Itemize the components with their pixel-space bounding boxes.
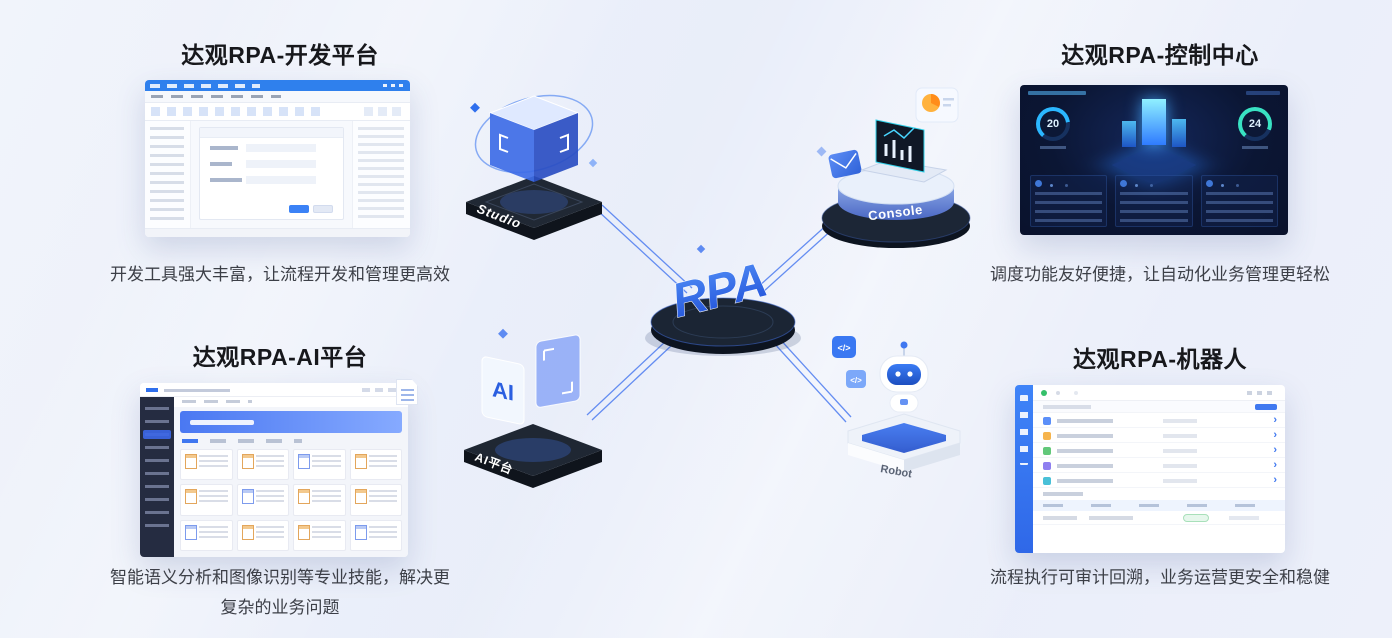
console-icon: Console xyxy=(821,87,971,248)
console-mail-icon xyxy=(828,149,862,179)
ai-node: AI AI平台 xyxy=(448,312,618,497)
document-page-icon xyxy=(396,379,418,405)
ai-panels-icon: AI AI平台 xyxy=(464,328,602,488)
ai-shot-banner xyxy=(180,411,402,433)
studio-shot-statusbar xyxy=(145,228,410,237)
robot-node-label: Robot xyxy=(879,463,913,480)
ai-shot-tabs xyxy=(180,436,402,446)
robot-shot-task-row xyxy=(1033,473,1285,488)
ai-caption-line2: 复杂的业务问题 xyxy=(220,598,340,617)
console-node-label: Console xyxy=(867,202,923,224)
ai-caption-line1: 智能语义分析和图像识别等专业技能，解决更 xyxy=(110,568,450,587)
robot-shot-task-row xyxy=(1033,428,1285,443)
control-shot-building-graphic xyxy=(1106,95,1202,185)
robot-shot-task-row xyxy=(1033,458,1285,473)
ai-shot-skill-card xyxy=(293,484,346,516)
rpa-hub-icon: RPA xyxy=(645,253,801,356)
ai-shot-skill-card xyxy=(180,449,233,481)
code-chip-icon: </> xyxy=(846,370,866,388)
ai-platform-screenshot xyxy=(140,379,418,557)
control-shot-robot-card xyxy=(1030,175,1108,227)
studio-shot-dialog-buttons xyxy=(289,205,333,213)
status-badge xyxy=(1183,514,1209,522)
ai-glass-panel-left: AI xyxy=(481,356,525,425)
ai-shot-skill-card xyxy=(349,449,402,481)
robot-shot-sidebar xyxy=(1015,385,1033,553)
ai-shot-card-grid xyxy=(180,449,402,551)
studio-shot-titlebar xyxy=(145,80,410,91)
ai-shot-header xyxy=(140,383,408,397)
studio-shot-properties-panel xyxy=(352,121,410,228)
ai-shot-skill-card xyxy=(293,519,346,551)
robot-shot-toolbar xyxy=(1033,401,1285,413)
ai-shot-breadcrumb xyxy=(174,397,408,407)
dev-platform-title: 达观RPA-开发平台 xyxy=(181,42,379,68)
studio-shot-ribbon xyxy=(145,103,410,121)
control-shot-robot-card xyxy=(1200,175,1278,227)
ai-shot-skill-card xyxy=(293,449,346,481)
console-pie-card-icon xyxy=(915,87,959,123)
console-laptop-chart-icon xyxy=(860,119,948,183)
robot-screenshot xyxy=(1015,385,1285,553)
gauge-left-value: 20 xyxy=(1046,118,1060,130)
ai-shot-skill-card xyxy=(180,519,233,551)
robot-shot-section-title xyxy=(1033,488,1285,500)
ai-platform-caption: 智能语义分析和图像识别等专业技能，解决更 复杂的业务问题 xyxy=(40,563,520,623)
console-node: Console xyxy=(812,68,982,248)
studio-screenshot xyxy=(145,80,410,237)
ai-panel-text: AI xyxy=(492,376,514,405)
ai-glass-panel-right xyxy=(535,334,581,408)
dev-platform-caption: 开发工具强大丰富，让流程开发和管理更高效 xyxy=(110,265,450,284)
robot-shot-table-row xyxy=(1033,511,1285,525)
control-shot-gauge-left: 20 xyxy=(1036,107,1070,141)
ai-shot-skill-card xyxy=(236,484,289,516)
svg-text:</>: </> xyxy=(850,376,862,385)
ai-shot-skill-card xyxy=(180,484,233,516)
ai-shot-skill-card xyxy=(236,449,289,481)
gauge-right-value: 24 xyxy=(1248,118,1262,130)
robot-shot-main xyxy=(1033,385,1285,553)
studio-shot-dialog xyxy=(199,127,344,220)
control-center-caption: 调度功能友好便捷，让自动化业务管理更轻松 xyxy=(990,265,1330,284)
studio-shot-body xyxy=(145,121,410,228)
studio-shot-tree-panel xyxy=(145,121,191,228)
robot-node: </> </> Robot xyxy=(822,322,987,497)
studio-shot-canvas xyxy=(191,121,352,228)
ai-shot-body xyxy=(140,397,408,557)
studio-node: Studio xyxy=(452,68,617,253)
svg-text:</>: </> xyxy=(837,343,850,353)
ai-shot-sidebar xyxy=(140,397,174,557)
robot-shot-header xyxy=(1033,385,1285,401)
rpa-hub: RPA xyxy=(638,238,808,363)
ai-shot-skill-card xyxy=(349,484,402,516)
control-shot-gauge-right: 24 xyxy=(1238,107,1272,141)
ai-shot-content xyxy=(174,397,408,557)
control-shot-top-right-bar xyxy=(1246,91,1280,95)
ai-platform-title: 达观RPA-AI平台 xyxy=(192,344,368,370)
control-shot-robot-card xyxy=(1115,175,1193,227)
robot-title: 达观RPA-机器人 xyxy=(1072,346,1247,372)
control-shot-robot-columns xyxy=(1030,175,1278,227)
control-shot-title-bar xyxy=(1028,91,1086,95)
robot-caption: 流程执行可审计回溯，业务运营更安全和稳健 xyxy=(990,568,1330,587)
robot-shot-task-row xyxy=(1033,413,1285,428)
ai-shot-window xyxy=(140,383,408,557)
robot-icon: </> </> Robot xyxy=(832,336,961,481)
robot-shot-task-row xyxy=(1033,443,1285,458)
studio-shot-menubar xyxy=(145,91,410,103)
control-center-screenshot: 20 24 xyxy=(1020,85,1288,235)
code-chip-icon: </> xyxy=(832,336,856,358)
ai-shot-skill-card xyxy=(236,519,289,551)
control-center-title: 达观RPA-控制中心 xyxy=(1061,42,1259,68)
ai-shot-skill-card xyxy=(349,519,402,551)
robot-shot-table-header xyxy=(1033,500,1285,511)
studio-cube-icon: Studio xyxy=(466,94,602,240)
